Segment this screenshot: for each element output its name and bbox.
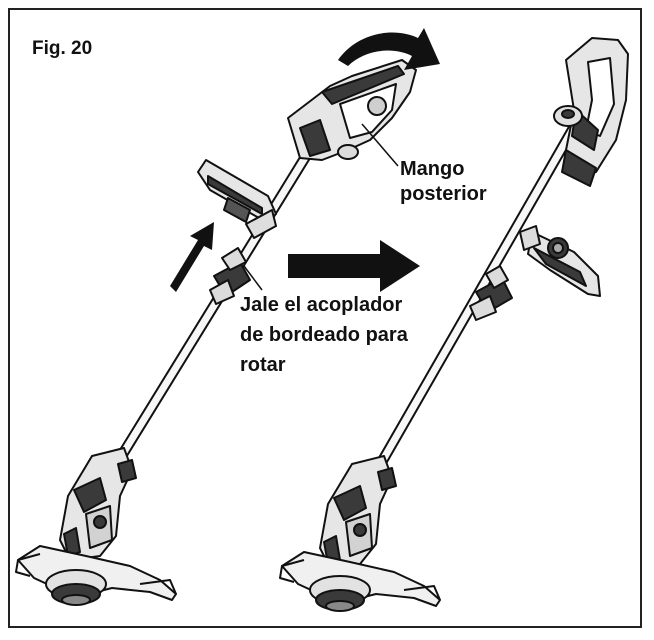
left-rear-handle <box>288 60 416 160</box>
transition-right-arrow-icon <box>288 240 420 292</box>
right-rear-handle <box>554 38 628 186</box>
right-coupler <box>470 266 512 320</box>
left-motor-housing <box>60 448 136 560</box>
callout-rear-handle: Mango posterior <box>400 157 487 207</box>
right-front-handle <box>520 226 600 296</box>
pull-up-arrow-icon <box>170 222 214 292</box>
callout-coupler: Jale el acoplador de bordeado para rotar <box>240 290 408 380</box>
right-motor-housing <box>320 456 396 568</box>
